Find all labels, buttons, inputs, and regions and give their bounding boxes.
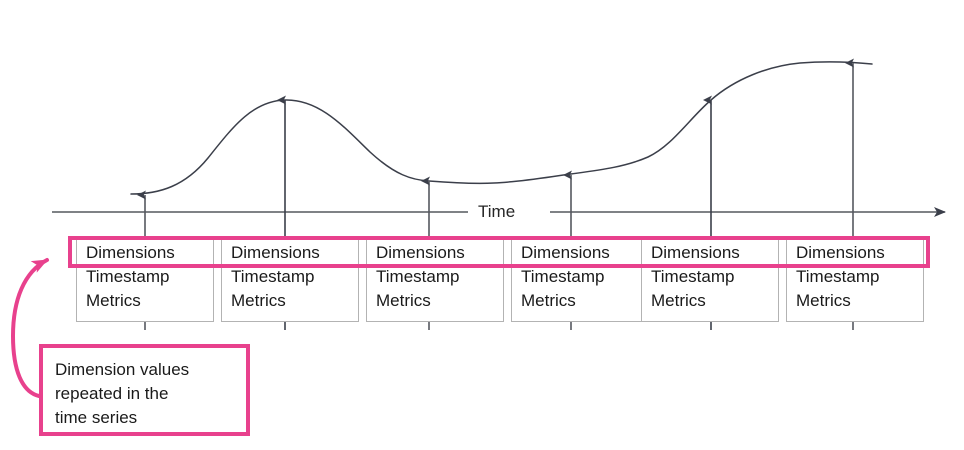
record-box[interactable]: Dimensions Timestamp Metrics (366, 236, 504, 322)
time-series-curve (130, 61, 873, 195)
record-timestamp: Timestamp (376, 267, 460, 286)
record-dimensions: Dimensions (651, 243, 740, 262)
record-box[interactable]: Dimensions Timestamp Metrics (221, 236, 359, 322)
record-timestamp: Timestamp (796, 267, 880, 286)
callout-line-1: Dimension values (55, 360, 190, 379)
record-metrics: Metrics (521, 291, 576, 310)
record-box[interactable]: Dimensions Timestamp Metrics (641, 236, 779, 322)
record-dimensions: Dimensions (521, 243, 610, 262)
time-axis-label: Time (478, 202, 516, 221)
record-dimensions: Dimensions (796, 243, 885, 262)
record-timestamp: Timestamp (651, 267, 735, 286)
record-metrics: Metrics (796, 291, 851, 310)
record-metrics: Metrics (376, 291, 431, 310)
record-dimensions: Dimensions (231, 243, 320, 262)
record-metrics: Metrics (231, 291, 286, 310)
record-timestamp: Timestamp (86, 267, 170, 286)
callout-line-3: time series (55, 408, 138, 427)
record-dimensions: Dimensions (376, 243, 465, 262)
record-dimensions: Dimensions (86, 243, 175, 262)
record-metrics: Metrics (86, 291, 141, 310)
record-timestamp: Timestamp (231, 267, 315, 286)
callout-line-2: repeated in the (55, 384, 169, 403)
record-box[interactable]: Dimensions Timestamp Metrics (76, 236, 214, 322)
record-metrics: Metrics (651, 291, 706, 310)
record-timestamp: Timestamp (521, 267, 605, 286)
record-box[interactable]: Dimensions Timestamp Metrics (786, 236, 924, 322)
callout-box: Dimension values repeated in the time se… (39, 344, 250, 436)
record-box[interactable]: Dimensions Timestamp Metrics (511, 236, 649, 322)
